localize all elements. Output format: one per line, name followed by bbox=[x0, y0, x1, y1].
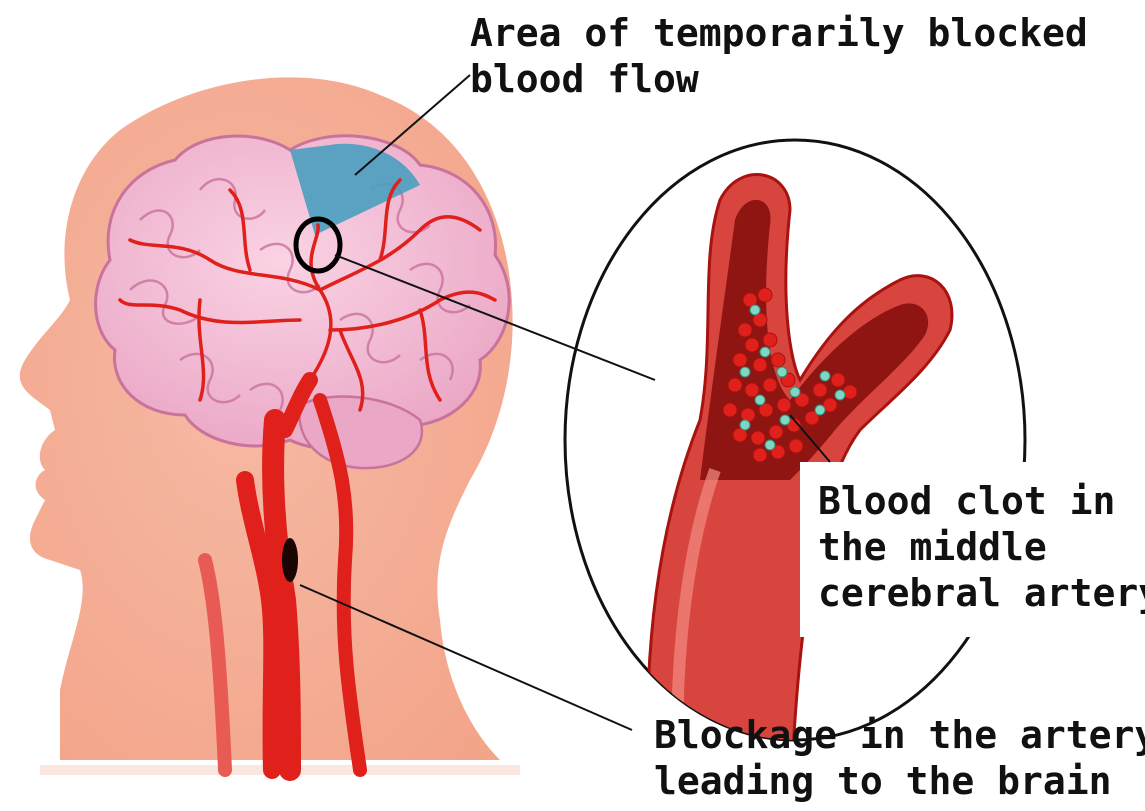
label-line: Blockage in the artery bbox=[654, 712, 1145, 758]
label-line: Blood clot in bbox=[818, 478, 1145, 524]
label-blocked-area: Area of temporarily blocked blood flow bbox=[470, 10, 1088, 102]
artery-blockage bbox=[282, 538, 298, 582]
label-line: leading to the brain bbox=[654, 758, 1145, 804]
label-line: cerebral artery bbox=[818, 570, 1145, 616]
label-blood-clot: Blood clot in the middle cerebral artery bbox=[818, 478, 1145, 616]
label-line: Area of temporarily blocked bbox=[470, 10, 1088, 56]
label-line: blood flow bbox=[470, 56, 1088, 102]
label-line: the middle bbox=[818, 524, 1145, 570]
label-artery-blockage: Blockage in the artery leading to the br… bbox=[654, 712, 1145, 804]
